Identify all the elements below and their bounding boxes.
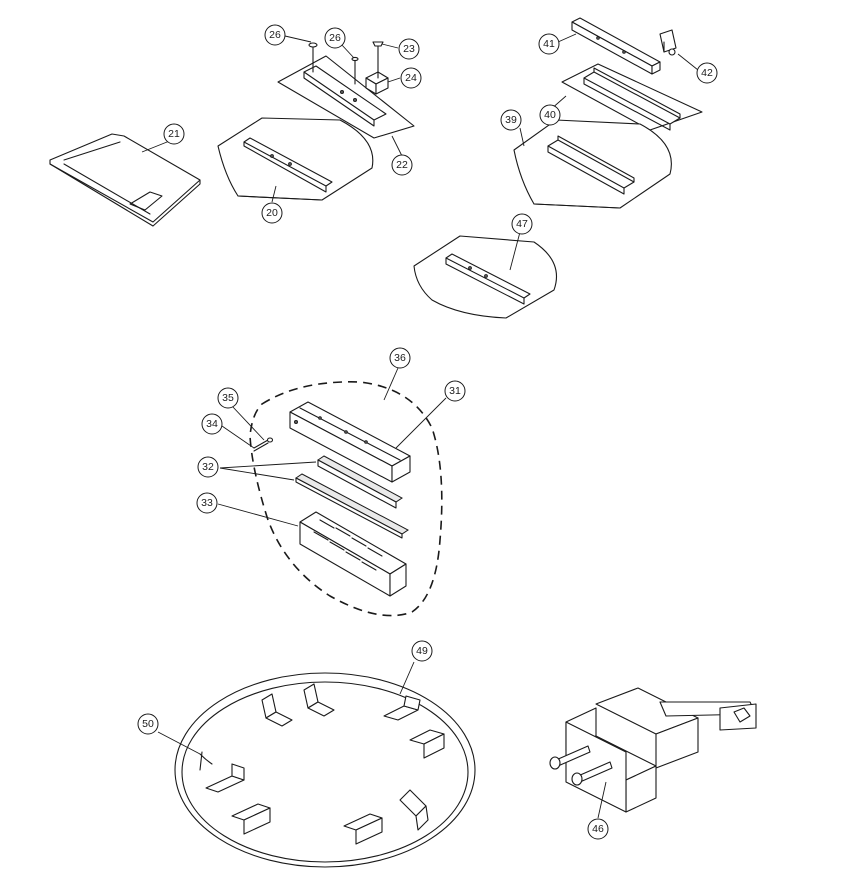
callout-20-label: 20 bbox=[266, 207, 278, 219]
callout-26a-label: 26 bbox=[269, 29, 281, 41]
callout-41: 41 bbox=[538, 33, 560, 55]
part-41-bar-and-42-clip bbox=[571, 17, 677, 75]
callout-22-label: 22 bbox=[396, 159, 408, 171]
callout-33-label: 33 bbox=[201, 497, 213, 509]
callout-23-label: 23 bbox=[403, 43, 415, 55]
callout-41-label: 41 bbox=[543, 38, 555, 50]
part-31-channel-holder bbox=[289, 401, 411, 483]
parts-34-35-screw-washer bbox=[253, 437, 274, 452]
callout-24: 24 bbox=[400, 67, 422, 89]
callout-47: 47 bbox=[511, 213, 533, 235]
callout-34: 34 bbox=[201, 413, 223, 435]
callout-22: 22 bbox=[391, 154, 413, 176]
callout-49: 49 bbox=[411, 640, 433, 662]
callout-50: 50 bbox=[137, 713, 159, 735]
callout-35-label: 35 bbox=[222, 392, 234, 404]
part-49-round-pan bbox=[174, 672, 476, 868]
callout-20: 20 bbox=[261, 202, 283, 224]
part-39-large-blade bbox=[513, 119, 672, 209]
callout-39-label: 39 bbox=[505, 114, 517, 126]
leader-lines bbox=[141, 33, 699, 819]
callout-33: 33 bbox=[196, 492, 218, 514]
part-32-rubber-strips bbox=[295, 455, 409, 539]
callout-26a: 26 bbox=[264, 24, 286, 46]
callout-32-label: 32 bbox=[202, 461, 214, 473]
callout-42: 42 bbox=[696, 62, 718, 84]
callout-40-label: 40 bbox=[544, 109, 556, 121]
part-33-foam-block bbox=[299, 511, 407, 597]
callout-39: 39 bbox=[500, 109, 522, 131]
callout-47-label: 47 bbox=[516, 218, 528, 230]
callout-23: 23 bbox=[398, 38, 420, 60]
callout-49-label: 49 bbox=[416, 645, 428, 657]
callout-40: 40 bbox=[539, 104, 561, 126]
callout-21-label: 21 bbox=[168, 128, 180, 140]
callout-24-label: 24 bbox=[405, 72, 417, 84]
callout-50-label: 50 bbox=[142, 718, 154, 730]
assembly-36-outline bbox=[249, 381, 443, 617]
callout-42-label: 42 bbox=[701, 67, 713, 79]
callout-46-label: 46 bbox=[592, 823, 604, 835]
callout-31: 31 bbox=[444, 380, 466, 402]
part-46-clamp bbox=[549, 687, 757, 813]
callout-34-label: 34 bbox=[206, 418, 218, 430]
part-21-float-pan bbox=[49, 133, 201, 227]
callout-21: 21 bbox=[163, 123, 185, 145]
callout-36: 36 bbox=[389, 347, 411, 369]
callout-46: 46 bbox=[587, 818, 609, 840]
callout-35: 35 bbox=[217, 387, 239, 409]
callout-31-label: 31 bbox=[449, 385, 461, 397]
part-47-blade bbox=[413, 235, 558, 319]
callout-26b: 26 bbox=[324, 27, 346, 49]
callout-32: 32 bbox=[197, 456, 219, 478]
callout-26b-label: 26 bbox=[329, 32, 341, 44]
callout-36-label: 36 bbox=[394, 352, 406, 364]
part-22-blade-assembly bbox=[277, 41, 415, 139]
part-40-channel-blade bbox=[561, 63, 703, 131]
part-20-float-blade bbox=[217, 117, 374, 201]
